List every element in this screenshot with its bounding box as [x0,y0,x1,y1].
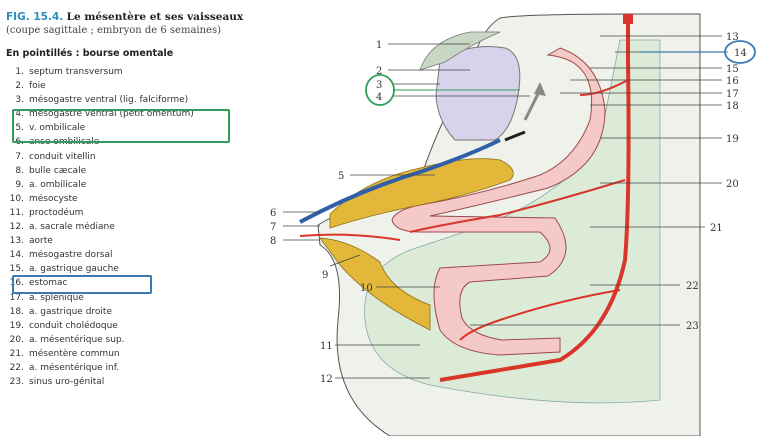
callout-7: 7 [270,222,276,233]
legend-item: 2.foie [15,81,46,92]
legend-item: 13.aorte [9,236,53,247]
legend-highlight-14 [12,275,152,294]
legend-item: 8.bulle cæcale [15,165,87,176]
callout-22: 22 [686,281,699,292]
bile-duct [504,130,526,142]
callout-14: 14 [734,48,747,59]
legend-item: 4.mésogastre ventral (petit omentum) [15,109,194,120]
legend-item: 18.a. gastrique droite [9,306,112,317]
legend-item: 11.proctodéum [9,207,84,218]
inferior-mesenteric-artery [459,289,621,341]
figure-subtitle: (coupe sagittale ; embryon de 6 semaines… [6,25,221,36]
umbilical-artery [299,233,401,241]
legend-list: 1.septum transversum 2.foie 3.mésogastre… [6,65,276,389]
callout-9: 9 [322,270,328,281]
legend-item: 19.conduit cholédoque [9,320,118,331]
section-heading: En pointillés : bourse omentale [6,48,174,59]
aorta [439,18,631,382]
legend-item: 7.conduit vitellin [15,151,96,162]
figure-number: FIG. 15.4. [6,11,64,23]
superior-mesenteric-artery [409,179,626,233]
bursa-arrow-head [534,82,546,96]
legend-item: 16.estomac [9,278,68,289]
callout-21: 21 [710,223,723,234]
callout-1: 1 [376,40,382,51]
legend-item: 23.sinus uro-génital [9,377,105,388]
legend-item: 12.a. sacrale médiane [9,222,115,233]
figure-title-text: Le mésentère et ses vaisseaux [66,11,244,23]
legend-item: 17.a. splénique [9,292,84,303]
legend-item: 3.mésogastre ventral (lig. falciforme) [15,95,189,106]
callout-11: 11 [320,341,333,352]
callout-numbers: 1 2 3 4 5 6 7 8 9 10 11 12 13 14 15 16 1… [270,32,747,385]
legend-item: 14.mésogastre dorsal [9,250,113,261]
callout-18: 18 [726,101,739,112]
stomach [391,47,606,356]
callout-15: 15 [726,64,739,75]
callout-19: 19 [726,134,739,145]
yolk-region [329,158,514,229]
splenic-artery [579,79,629,96]
legend-item: 21.mésentère commun [9,348,120,359]
yolk-region-lower [319,237,431,331]
legend-item: 15.a. gastrique gauche [9,264,119,275]
legend-item: 9.a. ombilicale [15,179,87,190]
callout-8: 8 [270,236,276,247]
legend-item: 5.v. ombilicale [15,123,86,134]
umbilical-vein [299,138,501,224]
callout-10: 10 [360,283,373,294]
callout-6: 6 [270,208,276,219]
callout-5: 5 [338,171,344,182]
callout-17: 17 [726,89,739,100]
callout-13: 13 [726,32,739,43]
septum-transversum [419,31,501,71]
callout-3: 3 [376,80,382,91]
aorta-cap [623,14,633,24]
callout-2: 2 [376,66,382,77]
callout-23: 23 [686,321,699,332]
bursa-arrow [523,89,542,121]
legend-highlight-3-4 [12,109,230,143]
callout-12: 12 [320,374,333,385]
callout-20: 20 [726,179,739,190]
legend-item: 22.a. mésentérique inf. [9,362,120,373]
legend-item: 1.septum transversum [15,67,123,77]
liver [435,46,521,141]
figure-title: FIG. 15.4. Le mésentère et ses vaisseaux [6,10,276,24]
callout-4: 4 [376,92,382,103]
callout-16: 16 [726,76,739,87]
legend-item: 20.a. mésentérique sup. [9,334,125,345]
legend-item: 10.mésocyste [9,193,78,204]
figure-caption: FIG. 15.4. Le mésentère et ses vaisseaux… [6,10,276,389]
